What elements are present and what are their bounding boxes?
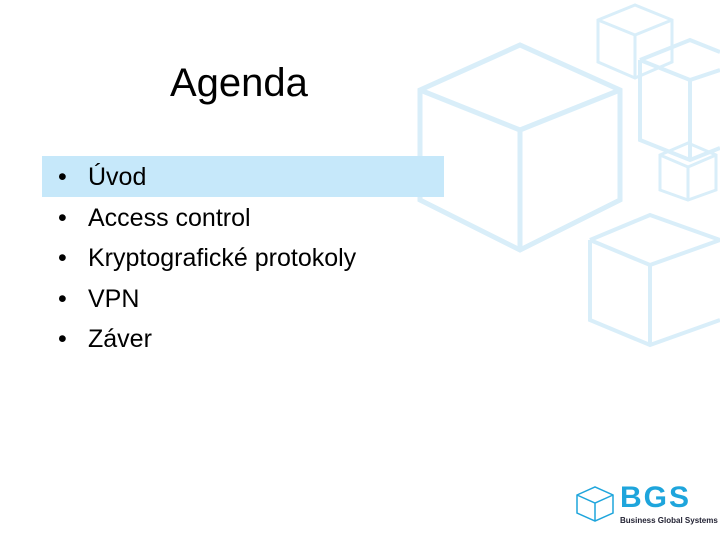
list-item: •Záver — [58, 322, 356, 363]
item-text: Kryptografické protokoly — [88, 244, 357, 272]
item-text: Úvod — [88, 163, 147, 191]
cube-logo-icon — [576, 486, 614, 522]
slide-title: Agenda — [170, 61, 308, 105]
list-item: •Kryptografické protokoly — [58, 241, 356, 282]
item-text: Access control — [88, 203, 251, 232]
list-item: •VPN — [58, 282, 356, 323]
item-text: Záver — [88, 325, 152, 353]
logo-tagline: Business Global Systems — [620, 516, 718, 525]
list-item: •Úvod — [58, 160, 356, 201]
list-item: •Access control — [58, 201, 356, 242]
logo-name: BGS — [620, 481, 692, 514]
agenda-list: •Úvod •Access control •Kryptografické pr… — [58, 160, 356, 363]
item-text: VPN — [88, 284, 140, 313]
highlight-bar — [42, 156, 444, 197]
